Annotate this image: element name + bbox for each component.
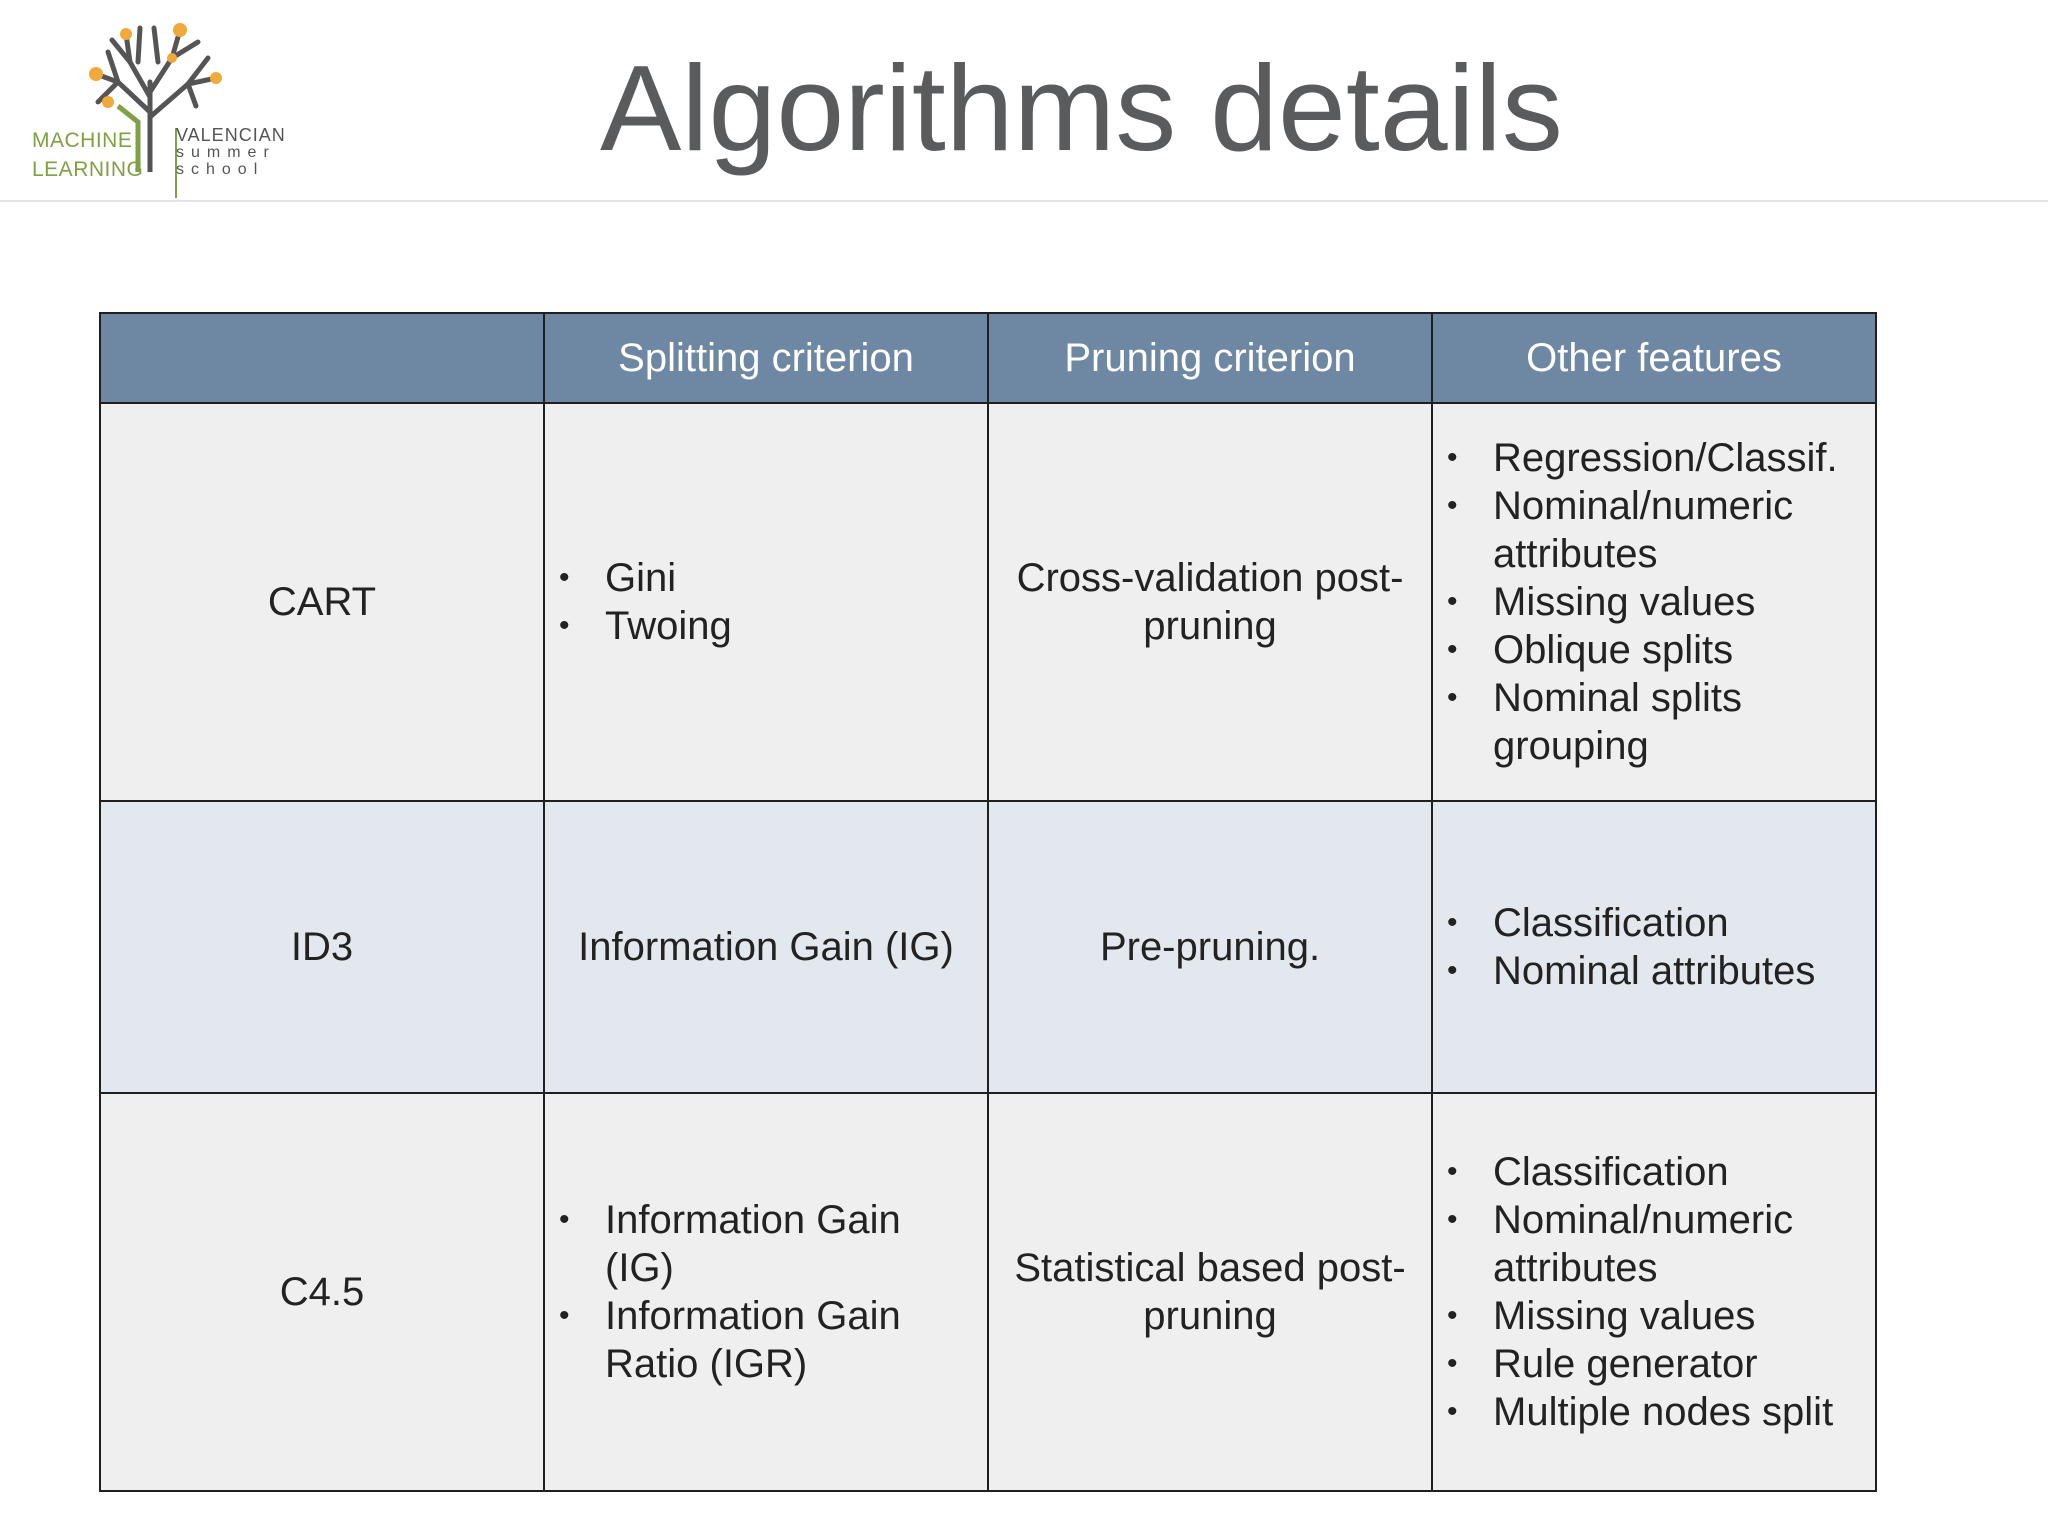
- list-item: Missing values: [1447, 578, 1867, 626]
- list-item: Nominal/numeric attributes: [1447, 1196, 1867, 1292]
- logo-divider: [175, 128, 177, 198]
- features-cell: Regression/Classif. Nominal/numeric attr…: [1431, 402, 1877, 802]
- pruning-cell: Cross-validation post-pruning: [987, 402, 1433, 802]
- features-cell: Classification Nominal/numeric attribute…: [1431, 1092, 1877, 1492]
- list-item: Regression/Classif.: [1447, 434, 1867, 482]
- pruning-cell: Statistical based post-pruning: [987, 1092, 1433, 1492]
- header-pruning-criterion: Pruning criterion: [987, 312, 1433, 404]
- logo-text-left: MACHINE LEARNING: [32, 126, 143, 184]
- algorithm-name: C4.5: [99, 1092, 545, 1492]
- splitting-cell: Gini Twoing: [543, 402, 989, 802]
- logo-text-right: VALENCIAN summer school: [176, 126, 286, 178]
- features-cell: Classification Nominal attributes: [1431, 800, 1877, 1094]
- list-item: Oblique splits: [1447, 626, 1867, 674]
- list-item: Gini: [559, 554, 979, 602]
- list-item: Information Gain (IG): [559, 1196, 979, 1292]
- algorithm-name: CART: [99, 402, 545, 802]
- logo: MACHINE LEARNING VALENCIAN summer school: [28, 22, 288, 198]
- page-title: Algorithms details: [600, 40, 1563, 176]
- header: MACHINE LEARNING VALENCIAN summer school…: [0, 0, 2048, 202]
- table-row: ID3 Information Gain (IG) Pre-pruning. C…: [99, 800, 1877, 1094]
- list-item: Classification: [1447, 899, 1867, 947]
- header-splitting-criterion: Splitting criterion: [543, 312, 989, 404]
- list-item: Nominal splits grouping: [1447, 674, 1867, 770]
- splitting-cell: Information Gain (IG) Information Gain R…: [543, 1092, 989, 1492]
- header-empty: [99, 312, 545, 404]
- logo-word-valencian: VALENCIAN: [176, 125, 286, 145]
- algorithms-table: Splitting criterion Pruning criterion Ot…: [99, 312, 1877, 1492]
- header-other-features: Other features: [1431, 312, 1877, 404]
- list-item: Information Gain Ratio (IGR): [559, 1292, 979, 1388]
- list-item: Nominal attributes: [1447, 947, 1867, 995]
- pruning-cell: Pre-pruning.: [987, 800, 1433, 1094]
- table-header-row: Splitting criterion Pruning criterion Ot…: [99, 312, 1877, 404]
- algorithm-name: ID3: [99, 800, 545, 1094]
- logo-word-summer: summer: [176, 144, 276, 161]
- logo-word-school: school: [176, 161, 265, 178]
- list-item: Multiple nodes split: [1447, 1388, 1867, 1436]
- list-item: Twoing: [559, 602, 979, 650]
- list-item: Rule generator: [1447, 1340, 1867, 1388]
- list-item: Missing values: [1447, 1292, 1867, 1340]
- logo-word-learning: LEARNING: [32, 158, 144, 181]
- logo-word-machine: MACHINE: [32, 129, 133, 152]
- table-row: C4.5 Information Gain (IG) Information G…: [99, 1092, 1877, 1492]
- splitting-cell: Information Gain (IG): [543, 800, 989, 1094]
- table-row: CART Gini Twoing Cross-validation post-p…: [99, 402, 1877, 802]
- tree-logo-icon: [89, 23, 222, 172]
- list-item: Nominal/numeric attributes: [1447, 482, 1867, 578]
- list-item: Classification: [1447, 1148, 1867, 1196]
